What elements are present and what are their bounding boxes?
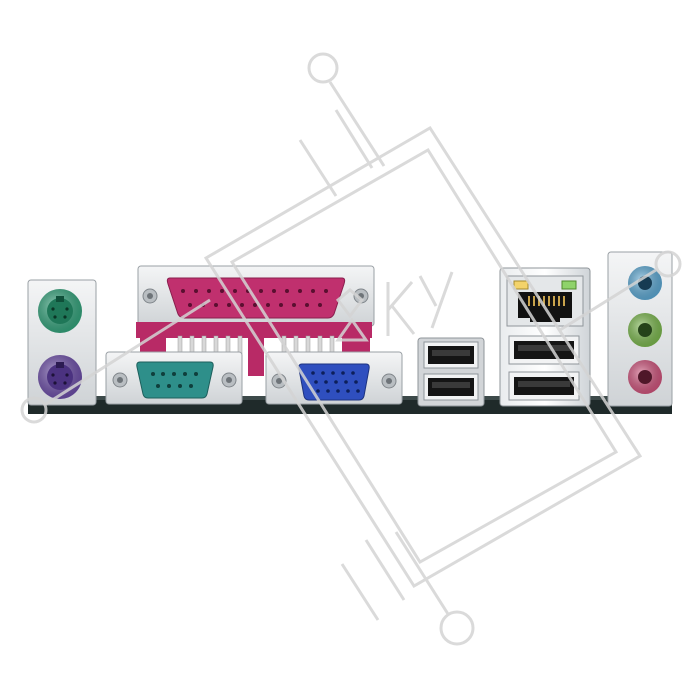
usb-port <box>508 371 580 401</box>
rj45-lan-port <box>506 275 584 327</box>
usb-port <box>423 373 479 401</box>
usb-port <box>423 341 479 369</box>
audio-line-out-jack <box>628 313 662 347</box>
usb-port-stack-1 <box>417 337 485 407</box>
usb-port <box>508 335 580 365</box>
ps2-keyboard-port <box>38 355 82 399</box>
ps2-mouse-port <box>38 289 82 333</box>
ps2-port-stack <box>27 279 97 406</box>
serial-port <box>105 351 243 405</box>
watermark-logo <box>20 52 682 646</box>
vga-port <box>265 351 403 405</box>
audio-line-in-jack <box>628 266 662 300</box>
audio-mic-jack <box>628 360 662 394</box>
